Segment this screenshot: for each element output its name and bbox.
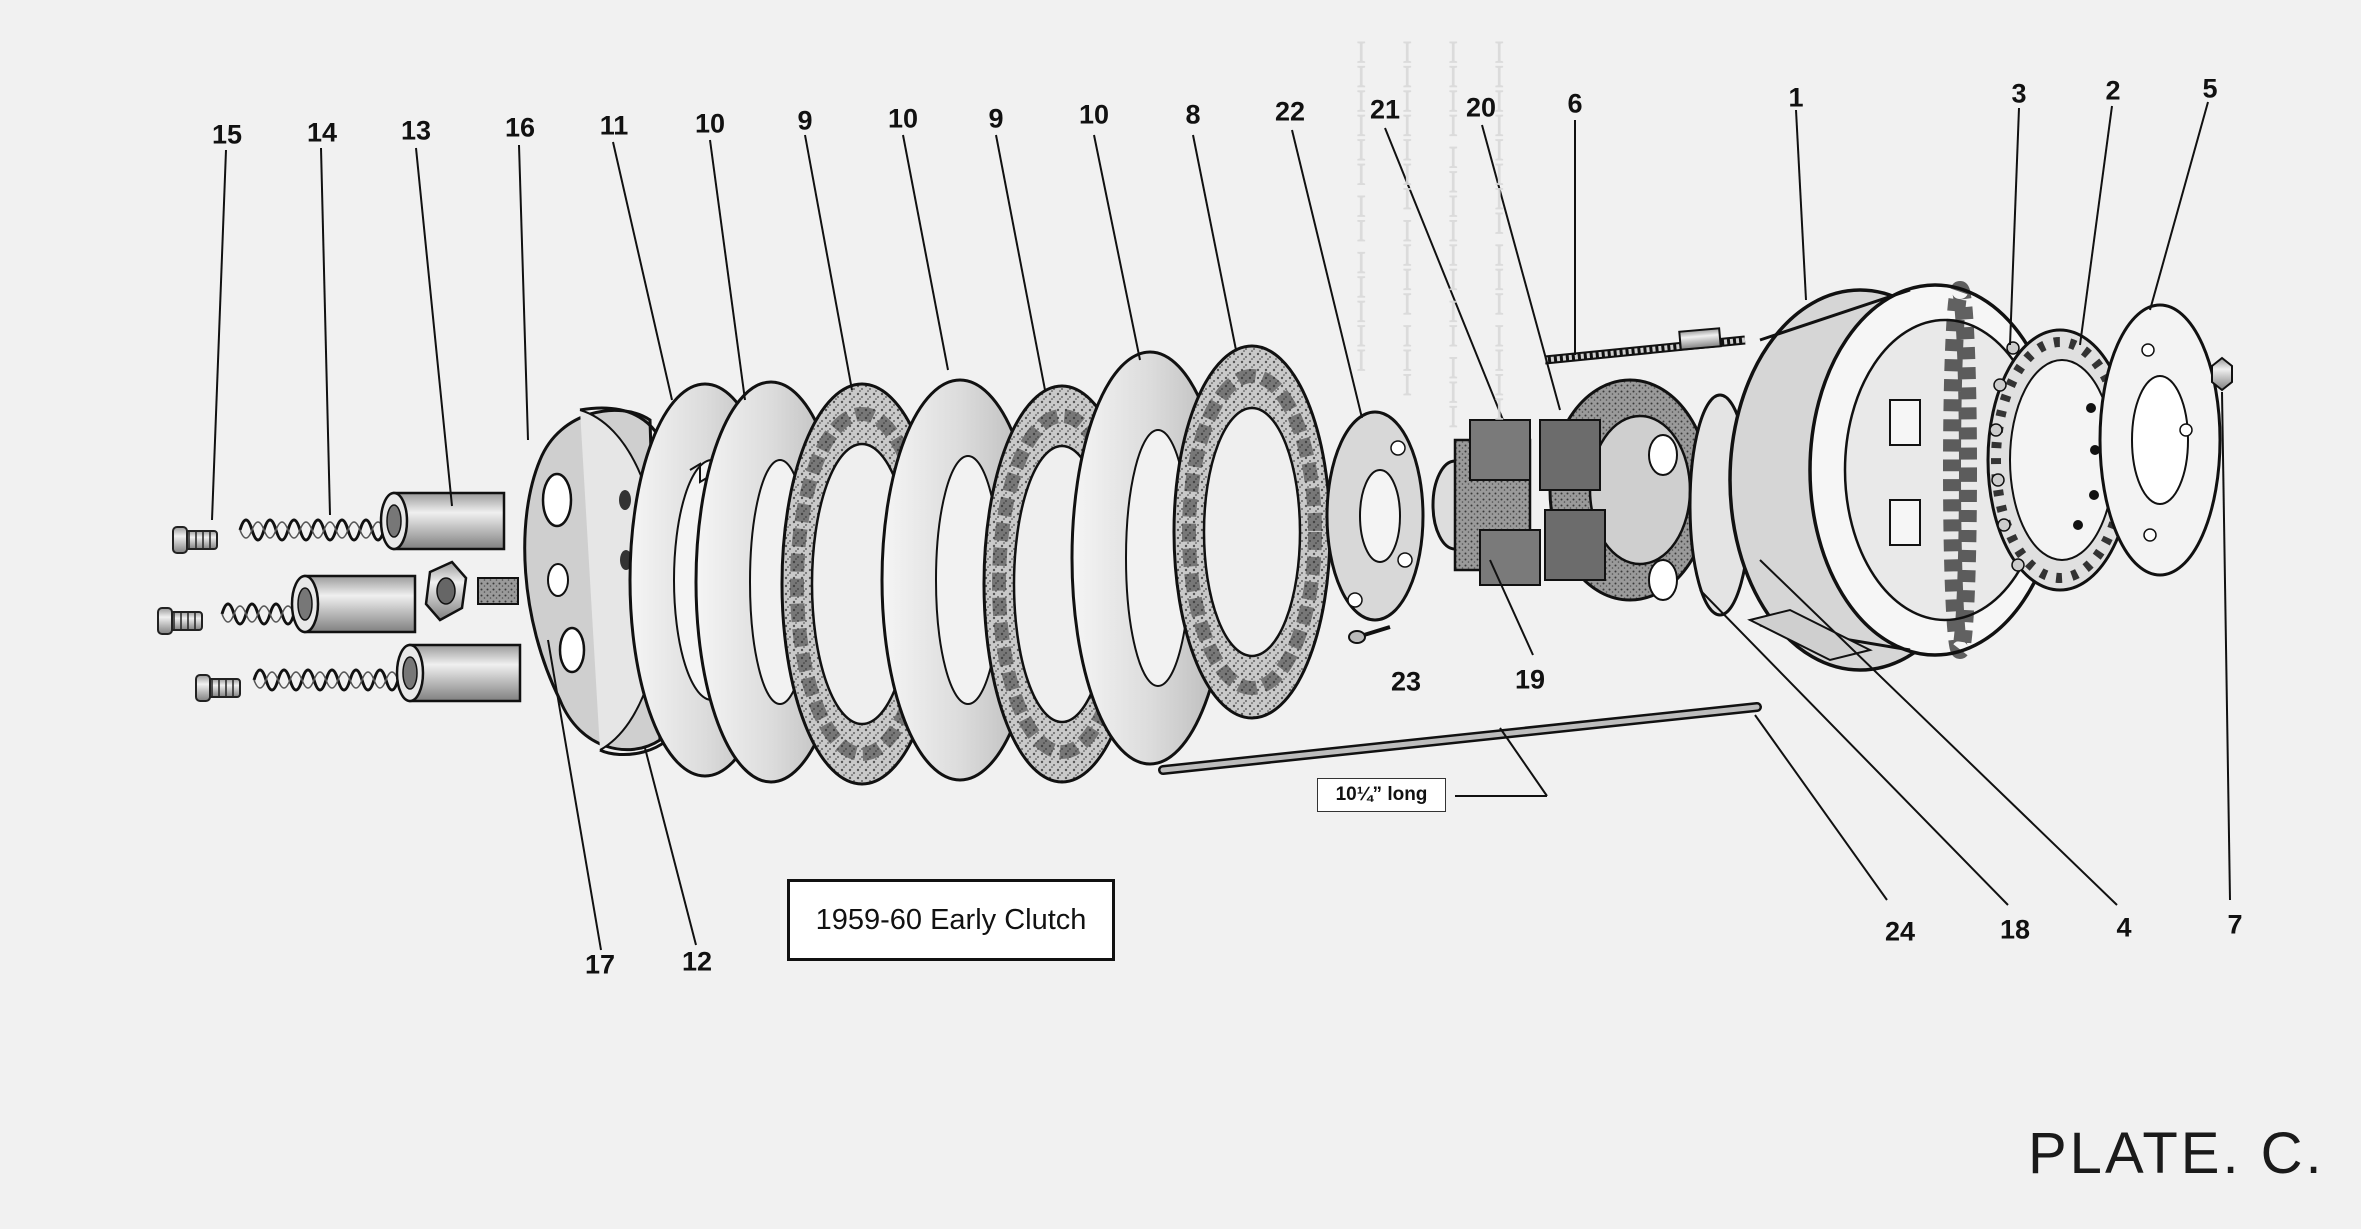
- part-label-23: 23: [1390, 666, 1422, 697]
- part-label-7: 7: [2227, 909, 2243, 940]
- part-label-3: 3: [2011, 78, 2027, 109]
- part-label-16: 16: [504, 112, 536, 143]
- part-label-20: 20: [1465, 92, 1497, 123]
- part-label-10b: 10: [887, 103, 919, 134]
- leader-lines: [211, 101, 2231, 951]
- back-plate: [2098, 303, 2222, 577]
- friction-plate-8: [1172, 344, 1332, 720]
- part-label-15: 15: [211, 119, 243, 150]
- part-label-13: 13: [400, 115, 432, 146]
- part-label-11: 11: [599, 110, 629, 141]
- clutch-drum-chainwheel: [1728, 281, 2062, 672]
- adjuster-screws: [157, 526, 241, 702]
- part-label-19: 19: [1514, 664, 1546, 695]
- part-label-22: 22: [1274, 96, 1306, 127]
- adjuster-nut-and-stud: [424, 560, 519, 622]
- push-rod-length-note: 10¼” long: [1317, 778, 1446, 812]
- part-label-9b: 9: [988, 103, 1004, 134]
- part-label-9a: 9: [797, 105, 813, 136]
- push-rod: [1158, 702, 1762, 775]
- retaining-nut: [2211, 356, 2233, 392]
- part-label-10c: 10: [1078, 99, 1110, 130]
- plain-plate-10c: [1070, 350, 1230, 766]
- part-label-24: 24: [1884, 916, 1916, 947]
- roller-race: [1986, 328, 2134, 592]
- part-label-2: 2: [2105, 75, 2121, 106]
- part-label-1: 1: [1788, 82, 1804, 113]
- part-label-18: 18: [1999, 914, 2031, 945]
- part-label-10a: 10: [694, 108, 726, 139]
- part-label-21: 21: [1369, 94, 1401, 125]
- plate-title: PLATE. C.: [2028, 1121, 2325, 1186]
- roller-rings: [1989, 341, 2025, 572]
- part-label-4: 4: [2116, 912, 2132, 943]
- clutch-hub: [1431, 378, 1752, 617]
- clutch-stud: [1544, 327, 1746, 365]
- part-label-6: 6: [1567, 88, 1583, 119]
- part-label-8: 8: [1185, 99, 1201, 130]
- part-label-5: 5: [2202, 73, 2218, 104]
- diagram-caption: 1959-60 Early Clutch: [787, 879, 1115, 961]
- part-label-17: 17: [584, 949, 616, 980]
- small-screw: [1348, 625, 1391, 644]
- part-label-14: 14: [306, 117, 338, 148]
- thrust-washer: [1325, 410, 1425, 622]
- part-label-12: 12: [681, 946, 713, 977]
